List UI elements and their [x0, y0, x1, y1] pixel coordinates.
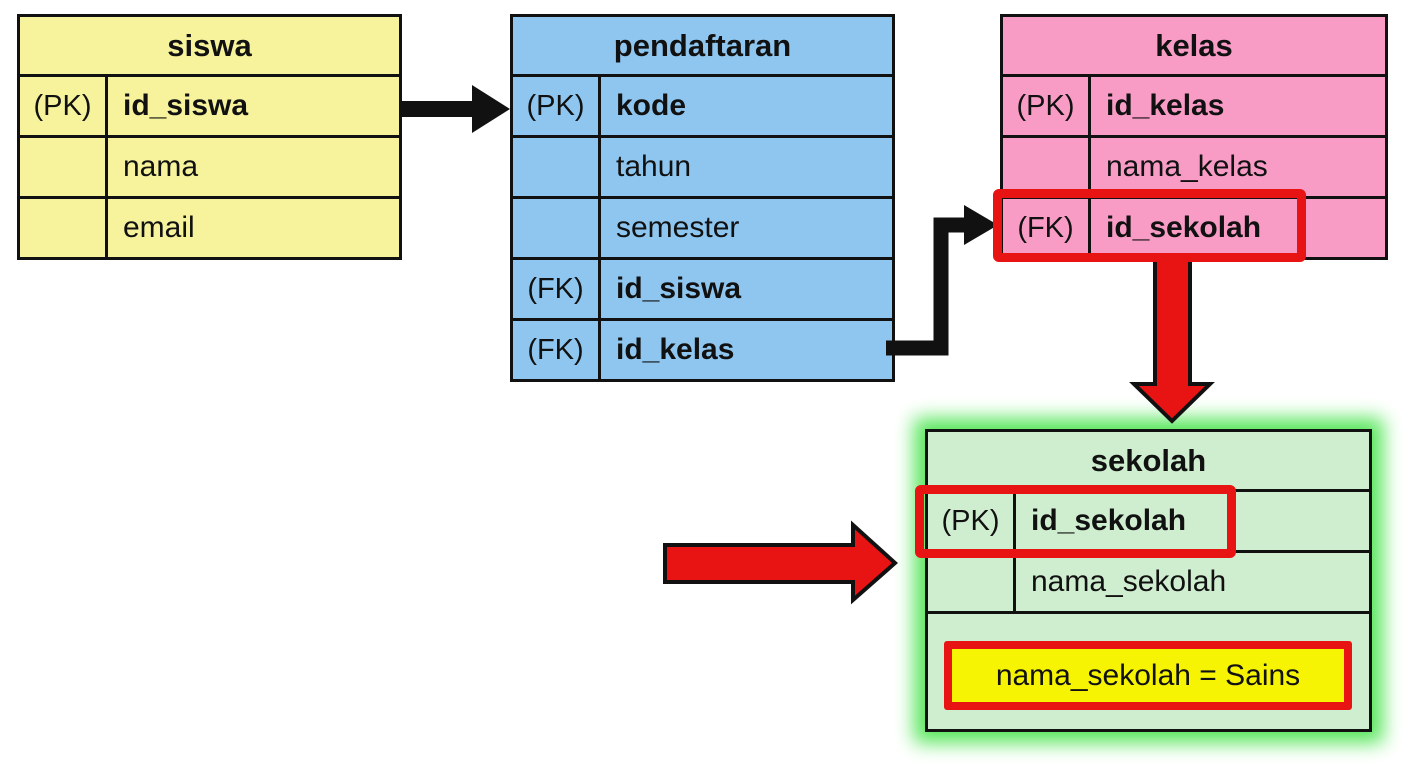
- row-field-cell: email: [123, 211, 195, 244]
- row-field-cell: semester: [616, 211, 740, 244]
- row-field-cell: kode: [616, 89, 687, 122]
- table-pendaftaran: pendaftaran (PK) kode tahun semester (FK…: [510, 14, 895, 382]
- row-key-cell: [20, 138, 108, 196]
- table-kelas-title: kelas: [1003, 17, 1385, 77]
- row-key-cell: (PK): [20, 77, 108, 135]
- table-row: (FK) id_sekolah: [1003, 199, 1385, 257]
- table-row: nama: [20, 138, 399, 199]
- table-row: (PK) kode: [513, 77, 892, 138]
- row-key-cell: [928, 553, 1016, 611]
- table-row: (PK) id_kelas: [1003, 77, 1385, 138]
- table-row: tahun: [513, 138, 892, 199]
- row-key-cell: [513, 138, 601, 196]
- arrow-pendaftaran-to-kelas-icon: [886, 205, 998, 356]
- row-field-cell: nama_sekolah: [1031, 565, 1227, 598]
- table-row: (FK) id_kelas: [513, 321, 892, 379]
- row-key-cell: [20, 199, 108, 257]
- table-siswa: siswa (PK) id_siswa nama email: [17, 14, 402, 260]
- row-key-cell: [1003, 138, 1091, 196]
- row-key-cell: (PK): [513, 77, 601, 135]
- arrow-kelas-to-sekolah-icon: [1129, 253, 1215, 424]
- table-row: (FK) id_siswa: [513, 260, 892, 321]
- table-row: semester: [513, 199, 892, 260]
- table-row: email: [20, 199, 399, 257]
- table-row: (PK) id_siswa: [20, 77, 399, 138]
- row-field-cell: id_sekolah: [1106, 211, 1262, 244]
- table-pendaftaran-title: pendaftaran: [513, 17, 892, 77]
- row-key-cell: [513, 199, 601, 257]
- arrow-siswa-to-pendaftaran-icon: [400, 85, 510, 133]
- table-sekolah-title: sekolah: [928, 432, 1369, 492]
- row-field-cell: id_siswa: [123, 89, 249, 122]
- note-text: nama_sekolah = Sains: [995, 658, 1301, 692]
- row-field-cell: id_kelas: [616, 333, 735, 366]
- table-row: nama_sekolah: [928, 553, 1369, 614]
- note-box: nama_sekolah = Sains: [944, 641, 1352, 710]
- row-key-cell: (PK): [1003, 77, 1091, 135]
- table-siswa-title: siswa: [20, 17, 399, 77]
- row-field-cell: tahun: [616, 150, 692, 183]
- arrow-pointer-to-sekolah-icon: [663, 520, 899, 605]
- row-field-cell: id_kelas: [1106, 89, 1225, 122]
- row-field-cell: nama_kelas: [1106, 150, 1268, 183]
- row-key-cell: (FK): [1003, 199, 1091, 257]
- row-key-cell: (FK): [513, 260, 601, 318]
- row-key-cell: (PK): [928, 492, 1016, 550]
- highlight-box-sekolah-id_sekolah: [915, 485, 1236, 558]
- row-field-cell: id_siswa: [616, 272, 742, 305]
- row-key-cell: (FK): [513, 321, 601, 379]
- row-field-cell: id_sekolah: [1031, 504, 1187, 537]
- row-field-cell: nama: [123, 150, 199, 183]
- highlight-box-kelas-id_sekolah: [993, 189, 1306, 262]
- table-kelas: kelas (PK) id_kelas nama_kelas (FK) id_s…: [1000, 14, 1388, 260]
